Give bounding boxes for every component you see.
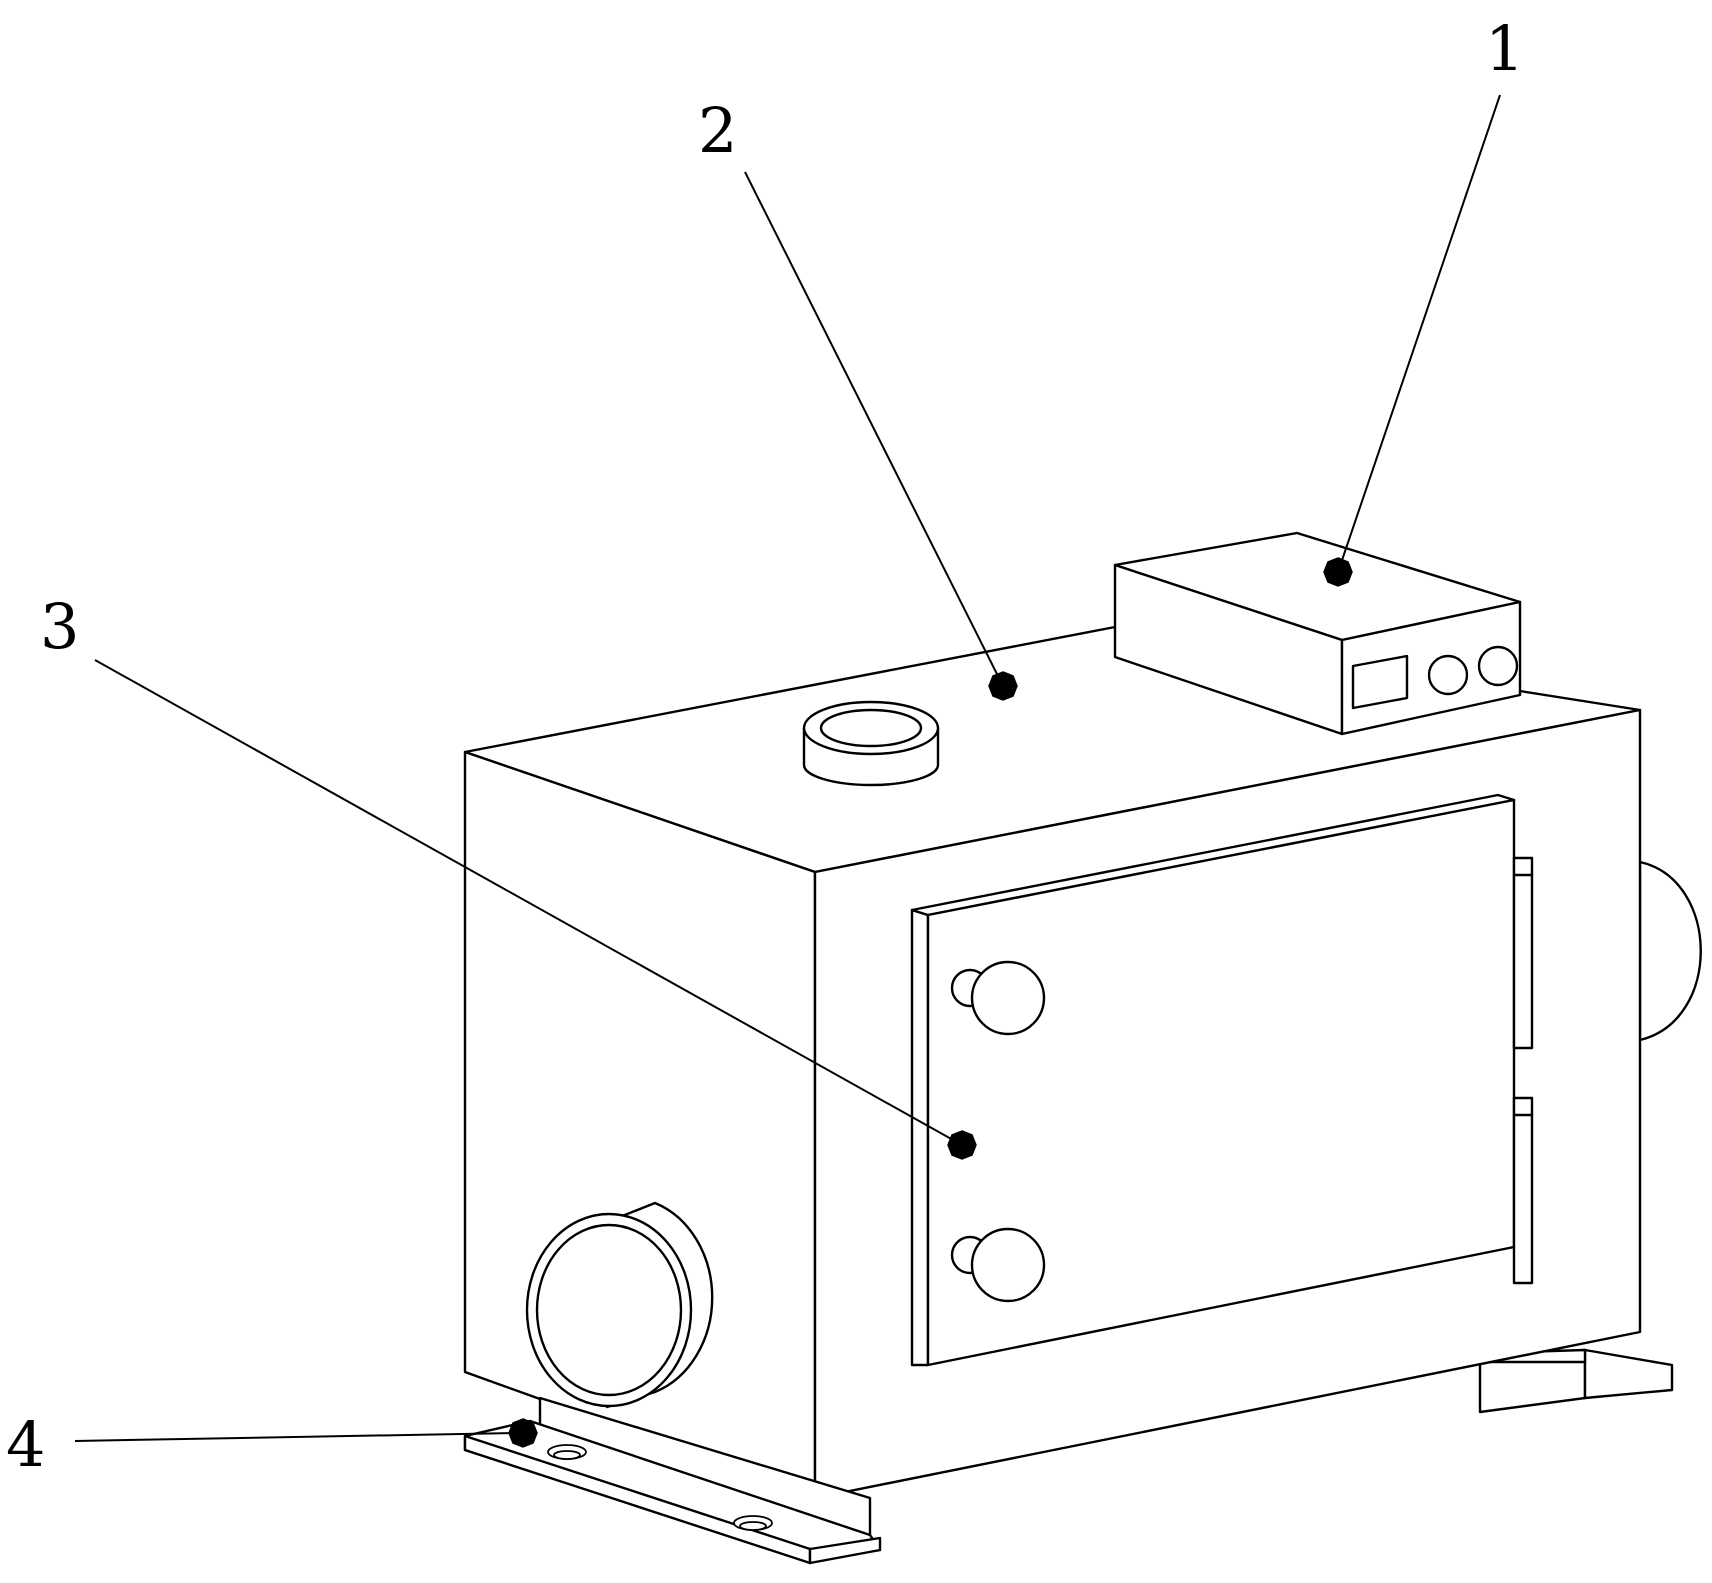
callout-dot-3 xyxy=(947,1130,977,1160)
leader-line-3 xyxy=(94,659,963,1146)
inspection-door xyxy=(910,793,1534,1367)
top-filler-cap xyxy=(802,700,940,787)
callout-label-2: 2 xyxy=(698,94,737,167)
callout-dot-2 xyxy=(988,671,1018,701)
callout-label-1: 1 xyxy=(1485,12,1524,85)
leader-line-4 xyxy=(74,1432,517,1442)
front-mounting-foot xyxy=(463,1396,882,1565)
display-window xyxy=(1351,654,1409,710)
callout-dot-1 xyxy=(1323,557,1353,587)
control-knob-2 xyxy=(1477,645,1519,687)
door-knob-upper xyxy=(950,960,1046,1036)
control-knob-1 xyxy=(1427,654,1469,696)
leader-line-2 xyxy=(744,171,1004,687)
callout-dot-4 xyxy=(508,1418,538,1448)
door-hinge-lower xyxy=(1512,1096,1534,1285)
callout-label-3: 3 xyxy=(40,590,79,663)
leader-line-1 xyxy=(1337,94,1501,573)
rear-mounting-foot xyxy=(1478,1348,1674,1414)
front-port-cylinder xyxy=(525,1201,714,1409)
door-knob-lower xyxy=(950,1227,1046,1303)
side-pipe-stub xyxy=(1638,860,1702,1042)
callout-label-4: 4 xyxy=(6,1408,45,1481)
door-hinge-upper xyxy=(1512,856,1534,1050)
control-box xyxy=(1113,531,1522,736)
